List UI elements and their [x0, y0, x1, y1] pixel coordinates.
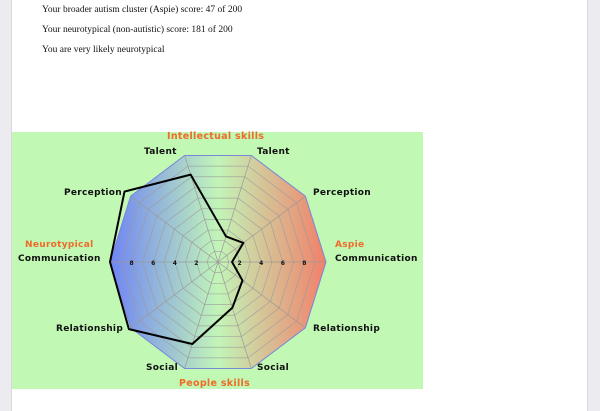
scale-tick-label: 6 — [151, 260, 155, 267]
label-perception-left: Perception — [64, 188, 122, 198]
aspie-score-text: Your broader autism cluster (Aspie) scor… — [42, 5, 243, 15]
label-communication-left: Communication — [18, 254, 101, 264]
neurotypical-title: Neurotypical — [25, 240, 94, 250]
label-social-right: Social — [257, 363, 290, 373]
label-social-left: Social — [146, 363, 179, 373]
verdict-text: You are very likely neurotypical — [42, 45, 165, 55]
label-relationship-right: Relationship — [313, 324, 381, 334]
scale-tick-label: 2 — [238, 260, 242, 267]
scale-tick-label: 8 — [302, 260, 306, 267]
intellectual-skills-title: Intellectual skills — [167, 131, 265, 142]
window-left-edge — [0, 0, 12, 411]
scale-tick-label: 2 — [194, 260, 198, 267]
label-perception-right: Perception — [313, 188, 371, 198]
scale-tick-label: 4 — [259, 260, 263, 267]
aspie-title: Aspie — [335, 240, 365, 250]
score-polygon — [109, 173, 245, 346]
neurotypical-score-text: Your neurotypical (non-autistic) score: … — [42, 25, 233, 35]
people-skills-title: People skills — [179, 378, 251, 389]
label-communication-right: Communication — [335, 254, 418, 264]
scale-tick-label: 4 — [173, 260, 177, 267]
window-scrollbar[interactable] — [587, 0, 600, 411]
label-relationship-left: Relationship — [56, 324, 124, 334]
label-talent-right: Talent — [257, 147, 290, 157]
scale-tick-label: 6 — [281, 260, 285, 267]
label-talent-left: Talent — [144, 147, 177, 157]
scale-tick-label: 8 — [130, 260, 134, 267]
